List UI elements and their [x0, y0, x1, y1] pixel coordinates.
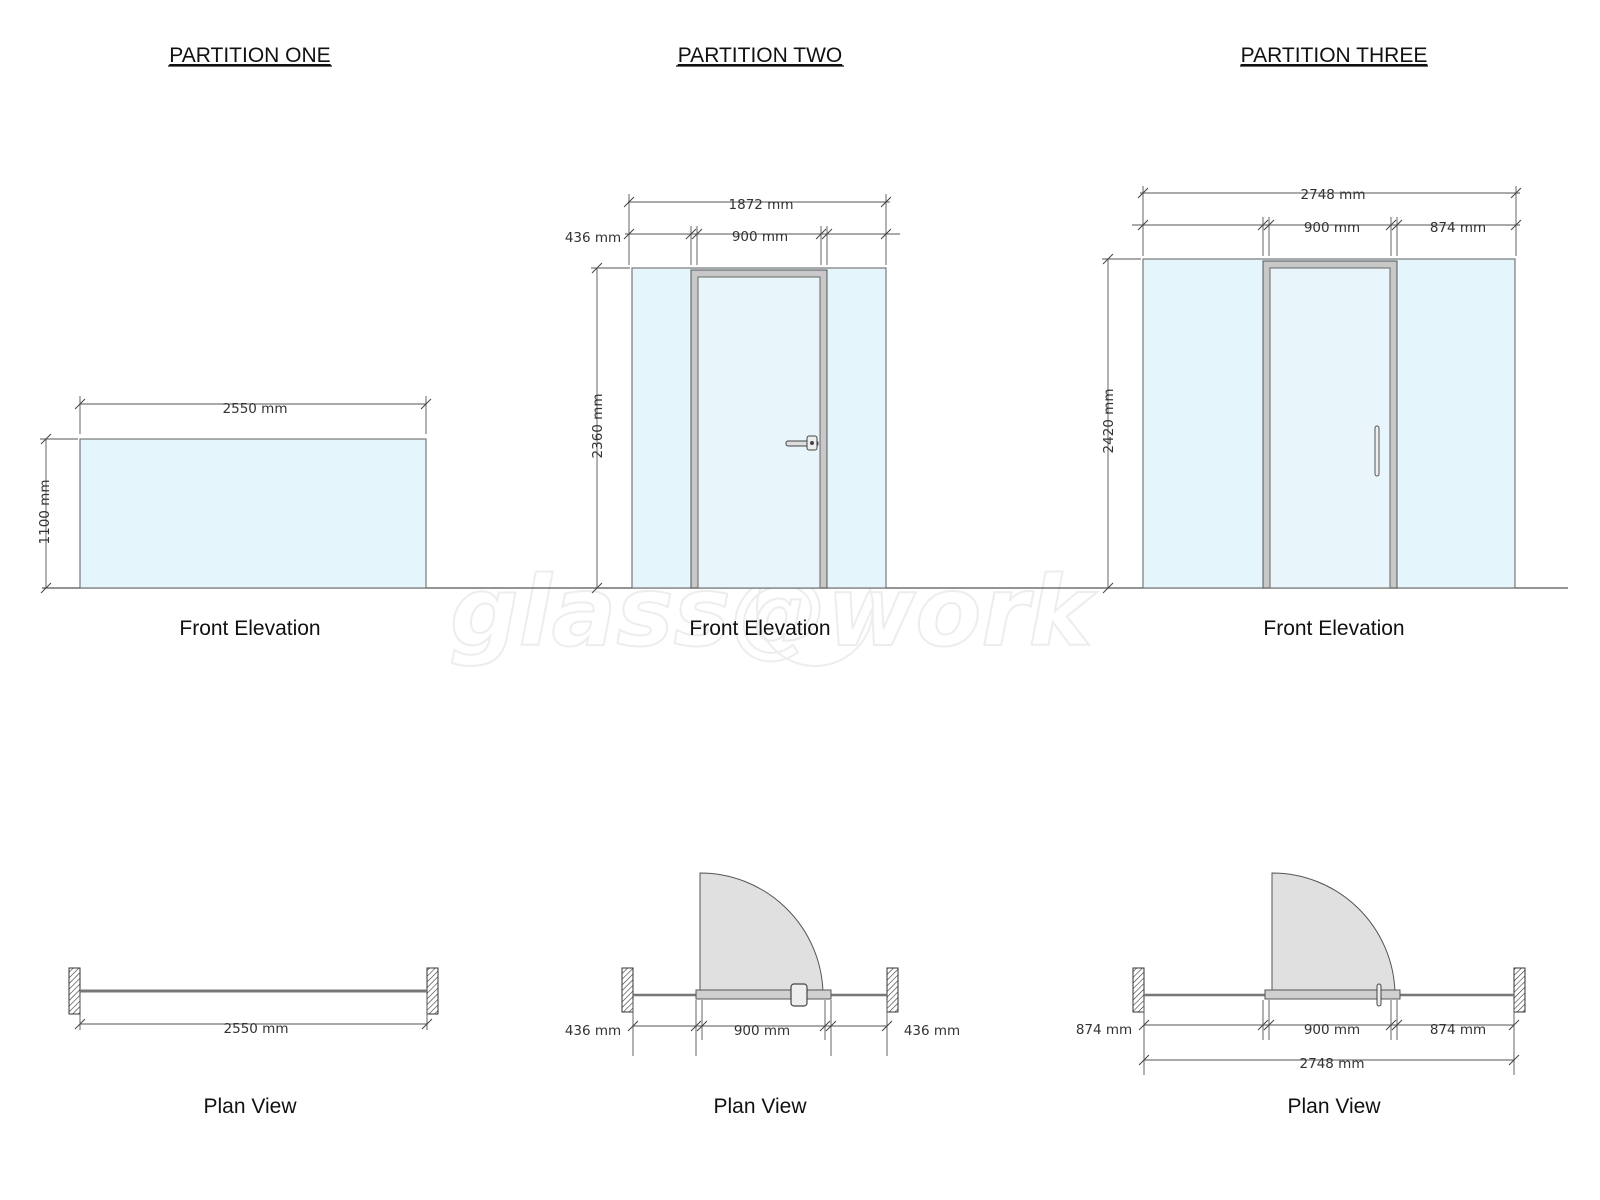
- title-partition-one: PARTITION ONE: [169, 44, 330, 67]
- caption-plan-view: Plan View: [713, 1095, 807, 1118]
- dim-side-panel: 436 mm: [565, 230, 621, 246]
- title-partition-three: PARTITION THREE: [1241, 44, 1428, 67]
- pull-handle-icon: [1374, 425, 1380, 477]
- door-glass: [1269, 267, 1391, 589]
- partition-three-elevation: 2748 mm 900 mm 874 mm 2420 mm: [1101, 186, 1522, 594]
- dim-overall: 1872 mm: [729, 197, 794, 213]
- dim-right-panel: 436 mm: [904, 1023, 960, 1039]
- dim-width: 2550 mm: [224, 1021, 289, 1037]
- wall-hatch: [886, 967, 899, 1013]
- caption-front-elevation: Front Elevation: [689, 617, 830, 640]
- partition-one-elevation: 2550 mm 1100 mm: [37, 396, 432, 594]
- dim-height: 1100 mm: [37, 480, 53, 545]
- dim-door: 900 mm: [734, 1023, 790, 1039]
- glass-panel: [79, 438, 427, 589]
- dim-height: 2360 mm: [590, 394, 606, 459]
- wall-hatch: [426, 967, 439, 1015]
- wall-hatch: [1132, 967, 1145, 1013]
- dim-side-panel: 874 mm: [1430, 220, 1486, 236]
- wall-hatch: [68, 967, 81, 1015]
- partition-two-elevation: 1872 mm 436 mm 900 mm 2360 mm: [565, 194, 900, 594]
- wall-hatch: [621, 967, 634, 1013]
- partition-one-plan: 2550 mm: [68, 967, 439, 1037]
- lever-handle-icon: [785, 435, 819, 451]
- dim-left-panel: 436 mm: [565, 1023, 621, 1039]
- caption-front-elevation: Front Elevation: [179, 617, 320, 640]
- dim-right-panel: 874 mm: [1430, 1022, 1486, 1038]
- wall-hatch: [1513, 967, 1526, 1013]
- partition-three-plan: 874 mm 900 mm 874 mm 2748 mm: [1076, 872, 1526, 1075]
- dim-width: 2550 mm: [223, 401, 288, 417]
- caption-front-elevation: Front Elevation: [1263, 617, 1404, 640]
- door-glass: [697, 276, 821, 589]
- door-leaf: [1264, 989, 1401, 1000]
- dim-height: 2420 mm: [1101, 389, 1117, 454]
- partition-two-plan: 436 mm 900 mm 436 mm: [565, 872, 960, 1056]
- caption-plan-view: Plan View: [203, 1095, 297, 1118]
- pull-handle-icon: [1376, 983, 1382, 1007]
- caption-plan-view: Plan View: [1287, 1095, 1381, 1118]
- dim-overall: 2748 mm: [1301, 187, 1366, 203]
- dim-door: 900 mm: [732, 229, 788, 245]
- door-swing-arc: [699, 872, 824, 994]
- dim-left-panel: 874 mm: [1076, 1022, 1132, 1038]
- door-leaf: [695, 989, 832, 1000]
- door-swing-arc: [1271, 872, 1396, 994]
- dim-door: 900 mm: [1304, 1022, 1360, 1038]
- dim-door: 900 mm: [1304, 220, 1360, 236]
- lever-handle-icon: [790, 983, 808, 1007]
- dim-overall: 2748 mm: [1300, 1056, 1365, 1072]
- title-partition-two: PARTITION TWO: [678, 44, 843, 67]
